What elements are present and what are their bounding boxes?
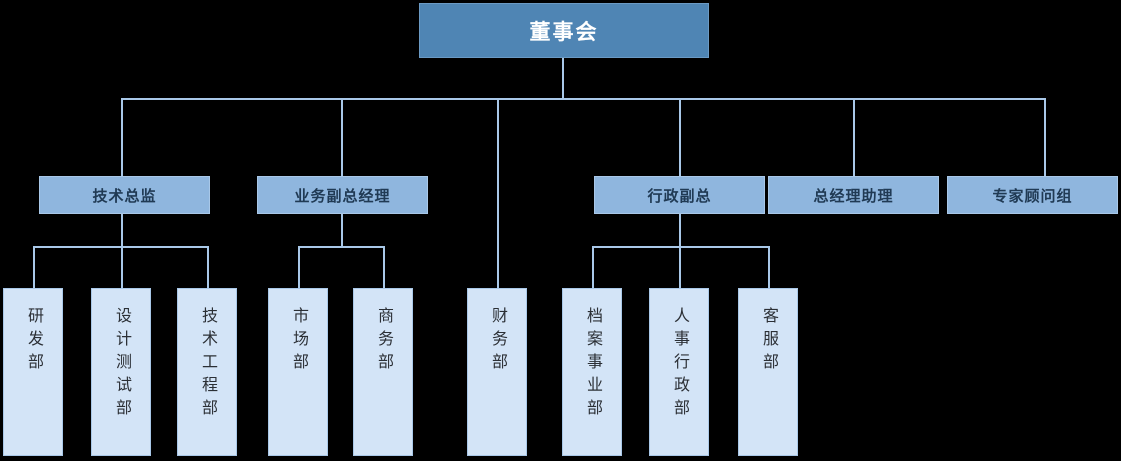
connector-admin-vp-bus	[592, 246, 770, 248]
node-label: 技术总监	[92, 187, 157, 205]
connector-drop-tech-director	[121, 98, 123, 176]
node-label: 技术工程部	[199, 307, 216, 422]
connector-drop-gm-assistant	[853, 98, 855, 176]
node-label: 市场部	[290, 307, 307, 376]
node-advisory-group[interactable]: 专家顾问组	[947, 176, 1118, 214]
connector-drop-hr-admin-dept	[679, 246, 681, 288]
node-label: 总经理助理	[813, 187, 894, 205]
connector-drop-design-test-dept	[121, 246, 123, 288]
connector-root-trunk	[562, 58, 564, 100]
node-label: 客服部	[760, 307, 777, 376]
node-business-vp[interactable]: 业务副总经理	[257, 176, 428, 214]
connector-drop-customer-service-dept	[768, 246, 770, 288]
node-label: 行政副总	[647, 187, 712, 205]
connector-drop-rnd-dept	[33, 246, 35, 288]
node-hr-admin-dept[interactable]: 人事行政部	[649, 288, 709, 456]
node-label: 商务部	[375, 307, 392, 376]
node-commerce-dept[interactable]: 商务部	[353, 288, 413, 456]
node-gm-assistant[interactable]: 总经理助理	[768, 176, 939, 214]
node-label: 业务副总经理	[294, 187, 391, 205]
node-board-of-directors[interactable]: 董事会	[419, 3, 709, 58]
connector-drop-admin-vp	[679, 98, 681, 176]
connector-tech-director-trunk	[121, 214, 123, 248]
node-rnd-dept[interactable]: 研发部	[3, 288, 63, 456]
connector-business-vp-trunk	[341, 214, 343, 248]
node-label: 专家顾问组	[992, 187, 1073, 205]
node-label: 档案事业部	[584, 307, 601, 422]
connector-drop-tech-engineering-dept	[207, 246, 209, 288]
node-marketing-dept[interactable]: 市场部	[268, 288, 328, 456]
connector-drop-archives-division	[592, 246, 594, 288]
node-finance-dept[interactable]: 财务部	[467, 288, 527, 456]
connector-drop-commerce-dept	[383, 246, 385, 288]
node-label: 财务部	[489, 307, 506, 376]
connector-business-vp-bus	[298, 246, 385, 248]
connector-main-bus	[121, 98, 1046, 100]
connector-admin-vp-trunk	[679, 214, 681, 248]
node-admin-vp[interactable]: 行政副总	[594, 176, 765, 214]
node-label: 研发部	[25, 307, 42, 376]
connector-drop-finance-dept	[497, 98, 499, 288]
node-label: 设计测试部	[113, 307, 130, 422]
connector-drop-advisory-group	[1044, 98, 1046, 176]
node-label: 董事会	[529, 20, 599, 44]
node-customer-service-dept[interactable]: 客服部	[738, 288, 798, 456]
connector-drop-business-vp	[341, 98, 343, 176]
node-design-test-dept[interactable]: 设计测试部	[91, 288, 151, 456]
node-tech-director[interactable]: 技术总监	[39, 176, 210, 214]
node-label: 人事行政部	[671, 307, 688, 422]
node-tech-engineering-dept[interactable]: 技术工程部	[177, 288, 237, 456]
connector-drop-marketing-dept	[298, 246, 300, 288]
node-archives-division[interactable]: 档案事业部	[562, 288, 622, 456]
